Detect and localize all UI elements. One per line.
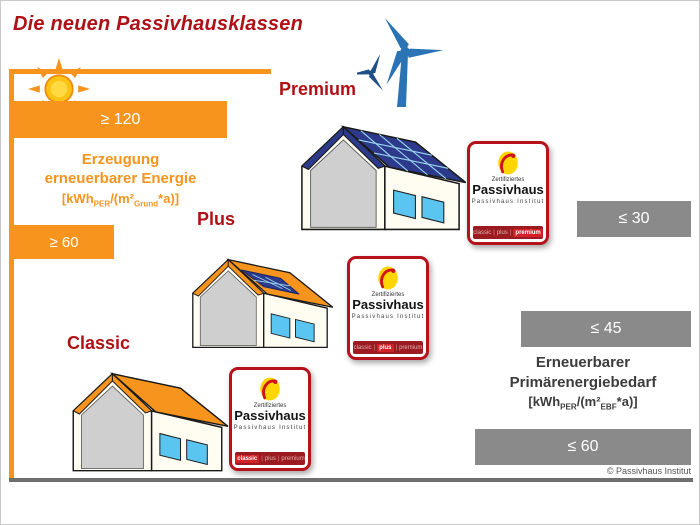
demand-bar-plus-label: ≤ 45 — [590, 320, 622, 337]
demand-bar-premium: ≤ 30 — [577, 201, 691, 237]
seal-certified-text: Zertifiziertes — [371, 292, 405, 298]
generation-caption-line2: erneuerbarer Energie — [44, 169, 197, 187]
copyright-notice: © Passivhaus Institut — [606, 466, 691, 476]
passivhaus-logo-icon — [498, 151, 518, 175]
demand-bar-premium-label: ≤ 30 — [618, 210, 650, 227]
seal-institute-text: Passivhaus Institut — [233, 424, 307, 431]
demand-unit-formula: [kWhPER/(m²EBF*a)] — [528, 394, 638, 412]
passivhaus-logo-icon — [378, 266, 398, 290]
house-classic — [72, 372, 229, 472]
class-label-classic: Classic — [67, 333, 131, 353]
generation-bar-plus-label: ≥ 60 — [49, 233, 79, 251]
seal-institute-text: Passivhaus Institut — [351, 313, 425, 320]
seal-certified-text: Zertifiziertes — [253, 403, 287, 409]
passivhaus-seal-plus: Zertifiziertes Passivhaus Passivhaus Ins… — [347, 256, 429, 360]
demand-bar-classic-label: ≤ 60 — [567, 438, 599, 455]
page-title: Die neuen Passivhausklassen — [13, 13, 303, 35]
demand-bar-classic: ≤ 60 — [475, 429, 691, 465]
seal-tier-bar: classic|plus|premium — [353, 341, 423, 354]
seal-name-text: Passivhaus — [472, 182, 544, 197]
passivhaus-logo-icon — [260, 377, 280, 401]
generation-unit-formula: [kWhPER/(m²Grund*a)] — [61, 190, 180, 209]
generation-caption: Erzeugung erneuerbarer Energie [kWhPER/(… — [14, 151, 227, 208]
generation-caption-line1: Erzeugung — [81, 151, 160, 168]
baseline-axis — [9, 478, 693, 482]
seal-certified-text: Zertifiziertes — [491, 177, 525, 183]
generation-axis-line — [9, 69, 14, 482]
generation-bar-premium-label: ≥ 120 — [100, 110, 141, 128]
demand-caption-line2: Primärenergiebedarf — [509, 373, 657, 391]
class-label-plus: Plus — [197, 209, 236, 229]
seal-name-text: Passivhaus — [234, 408, 306, 423]
passivhaus-seal-classic: Zertifiziertes Passivhaus Passivhaus Ins… — [229, 367, 311, 471]
class-label-premium: Premium — [279, 79, 357, 99]
seal-tier-bar: classic|plus|premium — [473, 226, 543, 239]
seal-name-text: Passivhaus — [352, 297, 424, 312]
seal-tier-bar: classic|plus|premium — [235, 452, 305, 465]
demand-bar-plus: ≤ 45 — [521, 311, 691, 347]
generation-bar-premium: ≥ 120 — [14, 101, 227, 138]
wind-turbine-icon — [357, 17, 444, 107]
seal-institute-text: Passivhaus Institut — [471, 198, 545, 205]
demand-caption-line1: Erneuerbarer — [535, 354, 631, 371]
demand-caption: Erneuerbarer Primärenergiebedarf [kWhPER… — [475, 353, 691, 412]
generation-axis-top-line — [9, 69, 271, 74]
passivhaus-seal-premium: Zertifiziertes Passivhaus Passivhaus Ins… — [467, 141, 549, 245]
house-premium — [300, 125, 467, 231]
generation-bar-plus: ≥ 60 — [14, 225, 114, 259]
house-plus — [191, 258, 334, 349]
